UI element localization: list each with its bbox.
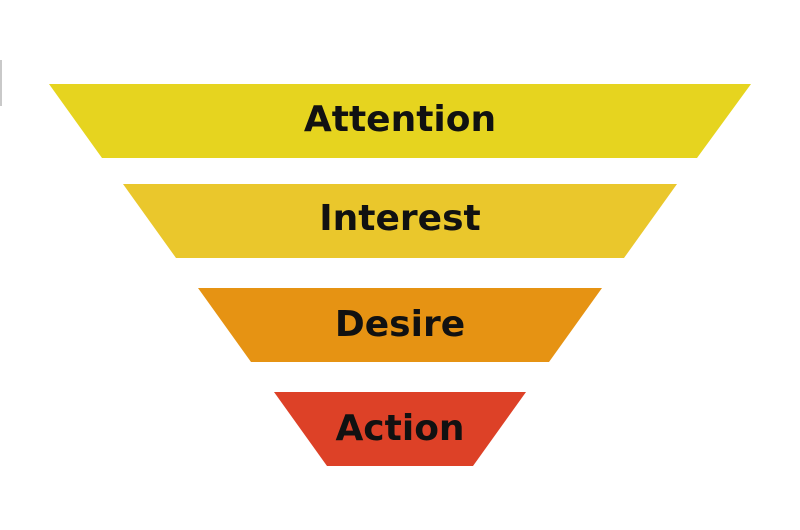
funnel-band-action	[274, 392, 526, 466]
stage-label-desire: Desire	[335, 304, 465, 345]
stage-label-attention: Attention	[304, 99, 496, 140]
funnel-stage-desire: Desire	[198, 288, 602, 362]
funnel-stage-action: Action	[274, 392, 526, 466]
funnel-band-desire	[198, 288, 602, 362]
left-edge-mark	[0, 60, 2, 106]
funnel-stage-attention: Attention	[49, 84, 751, 158]
stage-label-interest: Interest	[319, 198, 480, 239]
funnel-band-interest	[123, 184, 677, 258]
funnel-band-attention	[49, 84, 751, 158]
stage-label-action: Action	[335, 408, 464, 449]
funnel-stage-interest: Interest	[123, 184, 677, 258]
